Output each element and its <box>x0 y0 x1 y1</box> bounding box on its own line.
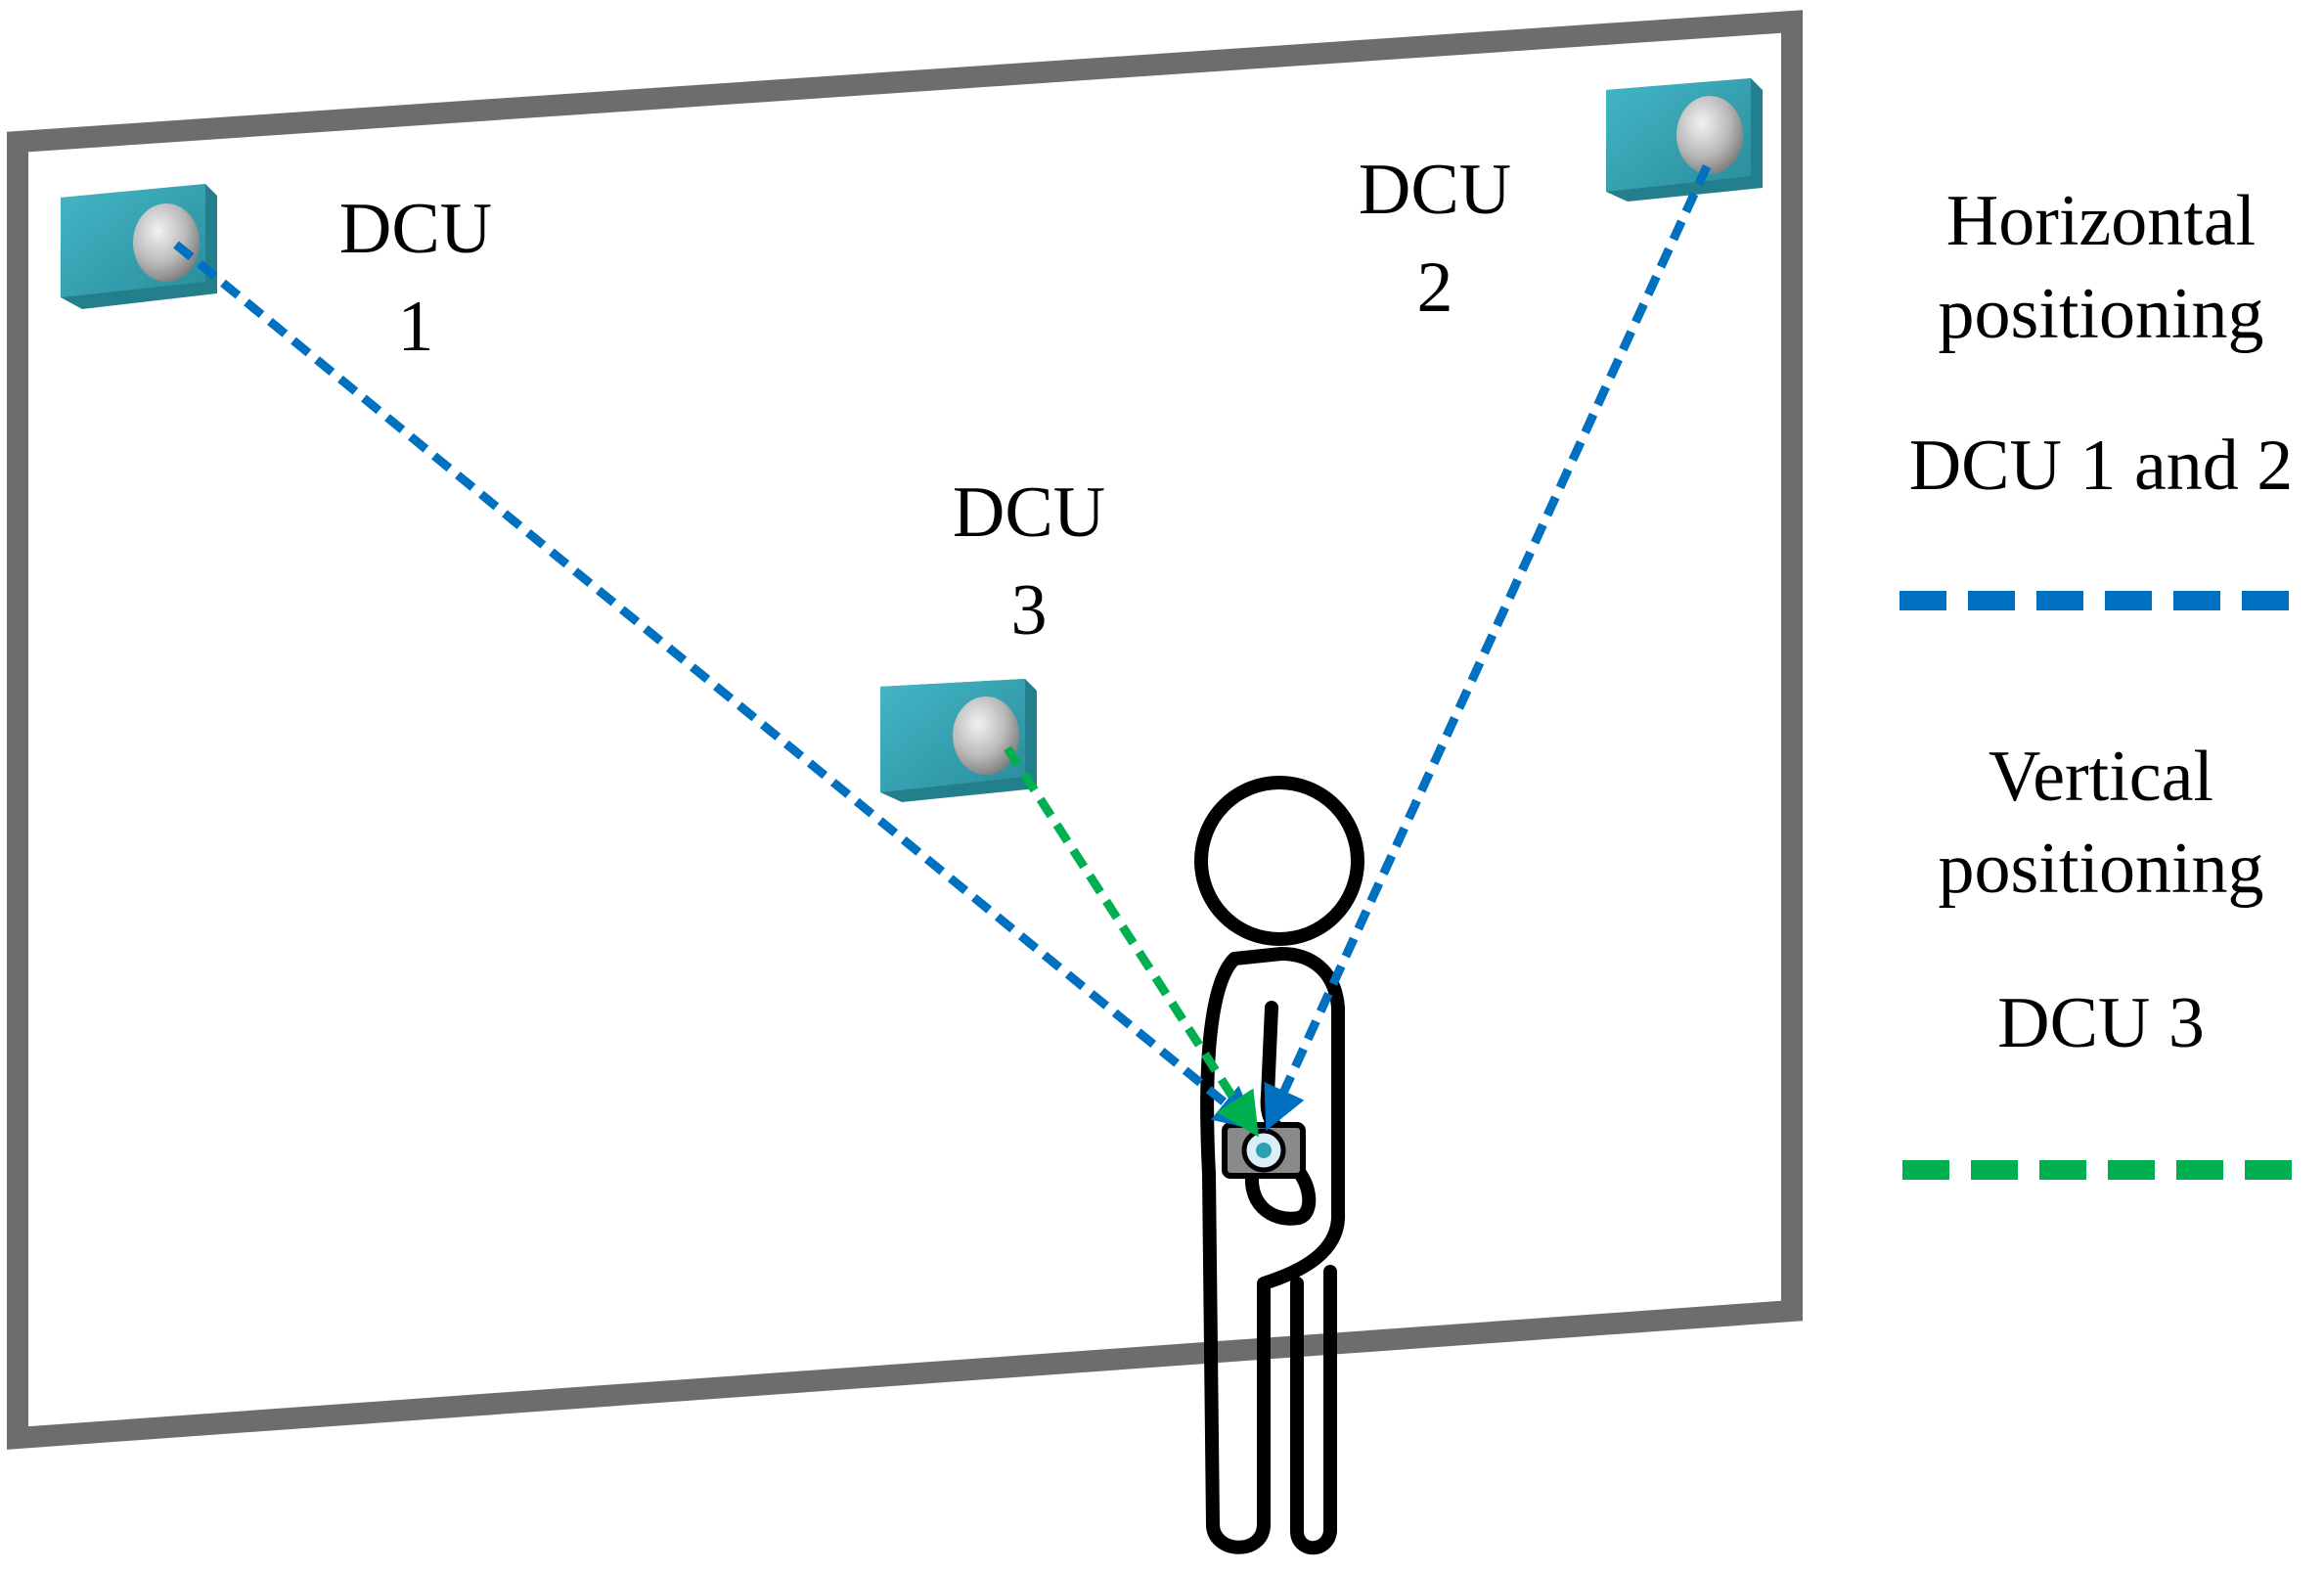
dcu1-signal-path <box>173 241 1259 1131</box>
dcu1-device <box>61 184 217 309</box>
person-back-leg <box>1290 1265 1337 1555</box>
person-head <box>1194 776 1364 946</box>
legend-horizontal-line3: DCU 1 and 2 <box>1909 426 2294 506</box>
dcu2-label-number: 2 <box>1417 247 1453 328</box>
person-figure <box>1194 776 1364 1555</box>
legend-horizontal-line1: Horizontal <box>1946 181 2256 261</box>
dcu1-lens <box>133 203 200 282</box>
person-hand <box>1245 1157 1317 1226</box>
wearable-tag <box>1222 1122 1306 1179</box>
dcu3-label-word: DCU <box>953 472 1105 553</box>
dcu1-label-number: 1 <box>398 287 434 367</box>
dcu3-device <box>880 679 1037 802</box>
dcu2-label-word: DCU <box>1359 150 1511 230</box>
dcu2-signal-path <box>1264 164 1712 1132</box>
legend-horizontal: Horizontal positioning DCU 1 and 2 <box>1899 181 2299 610</box>
dcu3-lens <box>953 696 1019 775</box>
legend-vertical-line3: DCU 3 <box>1997 983 2205 1063</box>
dcu3-label-number: 3 <box>1011 570 1048 651</box>
dcu2-device <box>1606 78 1763 202</box>
dcu1-label-word: DCU <box>339 189 492 269</box>
dcu3-signal-path <box>1004 745 1259 1138</box>
legend-vertical-line1: Vertical <box>1989 737 2213 817</box>
dcu2-lens <box>1676 96 1743 174</box>
legend-horizontal-line2: positioning <box>1938 274 2263 354</box>
legend-vertical-line2: positioning <box>1938 829 2263 909</box>
legend-vertical: Vertical positioning DCU 3 <box>1902 737 2303 1180</box>
